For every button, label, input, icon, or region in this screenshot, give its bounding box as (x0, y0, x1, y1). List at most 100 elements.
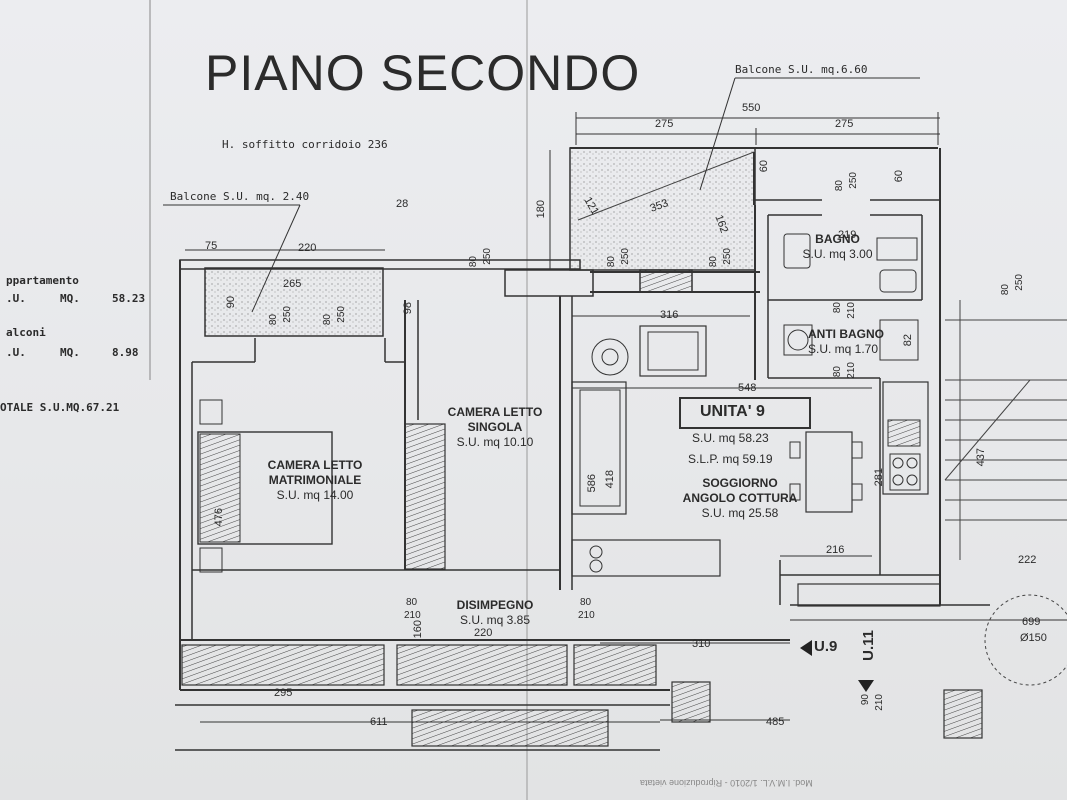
side-balconi-label: alconi (6, 326, 46, 339)
room-antibagno-name: ANTI BAGNO (808, 327, 884, 341)
dim-418: 418 (604, 470, 616, 489)
footer-print: Mod. I.M.V.L. 1/2010 - Riproduzione viet… (640, 778, 813, 788)
door-c-250: 250 (482, 248, 493, 265)
door-j-210: 210 (404, 610, 421, 621)
door-e-250: 250 (620, 248, 631, 265)
door-k-80: 80 (580, 597, 592, 608)
room-soggiorno-area: S.U. mq 25.58 (701, 506, 779, 520)
door-i-80: 80 (832, 366, 843, 378)
dim-98: 98 (402, 302, 414, 315)
door-b-80: 80 (322, 314, 333, 326)
dim-437: 437 (975, 448, 987, 467)
room-antibagno-area: S.U. mq 1.70 (808, 342, 879, 356)
dim-180: 180 (535, 200, 547, 219)
side-appartamento-su: .U. (6, 292, 26, 305)
room-soggiorno: SOGGIORNO ANGOLO COTTURA S.U. mq 25.58 (680, 476, 800, 521)
dim-275a: 275 (655, 118, 674, 130)
stair-u11: U.11 (860, 630, 877, 661)
room-camera-matrimoniale-name2: MATRIMONIALE (268, 473, 362, 487)
balcony-left-label: Balcone S.U. mq. 2.40 (170, 190, 310, 203)
side-appartamento-label: ppartamento (6, 274, 79, 287)
room-disimpegno-name: DISIMPEGNO (456, 598, 534, 612)
side-balconi-su: .U. (6, 346, 26, 359)
unit-label-box (679, 397, 811, 429)
door-h-80: 80 (832, 302, 843, 314)
ceiling-note: H. soffitto corridoio 236 (222, 138, 388, 151)
dim-160: 160 (412, 620, 424, 639)
room-bagno: BAGNO S.U. mq 3.00 (800, 232, 875, 262)
dim-220b: 220 (474, 627, 493, 639)
door-e-80: 80 (606, 256, 617, 268)
door-m-250: 250 (1014, 274, 1025, 291)
dim-60a: 60 (758, 160, 770, 173)
door-h-210: 210 (846, 302, 857, 319)
room-camera-singola-name1: CAMERA LETTO (447, 405, 543, 419)
room-camera-matrimoniale-area: S.U. mq 14.00 (276, 488, 354, 502)
dim-281: 281 (873, 468, 885, 487)
room-camera-singola-name2: SINGOLA (467, 420, 523, 434)
dim-216: 216 (826, 544, 845, 556)
room-bagno-area: S.U. mq 3.00 (802, 247, 873, 261)
dim-550: 550 (742, 102, 761, 114)
room-antibagno: ANTI BAGNO S.U. mq 1.70 (808, 327, 888, 357)
door-m-80: 80 (1000, 284, 1011, 296)
dim-222: 222 (1018, 554, 1037, 566)
balcony-top-label: Balcone S.U. mq.6.60 (735, 63, 868, 76)
dim-275b: 275 (835, 118, 854, 130)
dim-150: Ø150 (1020, 632, 1047, 644)
dim-476: 476 (213, 508, 225, 527)
room-soggiorno-name2: ANGOLO COTTURA (682, 491, 798, 505)
dim-82: 82 (902, 334, 914, 347)
dim-60b: 60 (893, 170, 905, 183)
dim-75: 75 (205, 240, 218, 252)
room-camera-matrimoniale: CAMERA LETTO MATRIMONIALE S.U. mq 14.00 (255, 458, 375, 503)
door-i-210: 210 (846, 362, 857, 379)
side-balconi-mq: MQ. (60, 346, 80, 359)
balcony-left (204, 267, 384, 337)
dim-548: 548 (738, 382, 757, 394)
dim-220a: 220 (298, 242, 317, 254)
room-disimpegno: DISIMPEGNO S.U. mq 3.85 (440, 598, 550, 628)
side-balconi-value: 8.98 (112, 346, 139, 359)
dim-310: 310 (692, 638, 711, 650)
door-f-80: 80 (708, 256, 719, 268)
dim-485: 485 (766, 716, 785, 728)
unit-slp: S.L.P. mq 59.19 (688, 452, 773, 466)
door-j-80: 80 (406, 597, 418, 608)
unit-su: S.U. mq 58.23 (692, 431, 769, 445)
door-a-250: 250 (282, 306, 293, 323)
dim-28: 28 (396, 198, 409, 210)
room-disimpegno-area: S.U. mq 3.85 (459, 613, 531, 627)
dim-699: 699 (1022, 616, 1041, 628)
side-totale: OTALE S.U.MQ.67.21 (0, 401, 120, 414)
dim-611: 611 (370, 716, 388, 728)
door-b-250: 250 (336, 306, 347, 323)
dim-295: 295 (274, 687, 293, 699)
door-g-80: 80 (834, 180, 845, 192)
door-k-210: 210 (578, 610, 595, 621)
door-c-80: 80 (468, 256, 479, 268)
balcony-top (569, 147, 756, 271)
side-appartamento-value: 58.23 (112, 292, 146, 305)
door-f-250: 250 (722, 248, 733, 265)
room-camera-matrimoniale-name1: CAMERA LETTO (267, 458, 363, 472)
dim-265: 265 (283, 278, 302, 290)
dim-219: 219 (838, 229, 857, 241)
room-camera-singola-area: S.U. mq 10.10 (456, 435, 534, 449)
side-appartamento-mq: MQ. (60, 292, 80, 305)
door-g-250: 250 (848, 172, 859, 189)
page-title: PIANO SECONDO (205, 45, 641, 101)
door-l-90: 90 (860, 694, 871, 706)
room-bagno-name: BAGNO (815, 232, 860, 246)
dim-586: 586 (586, 474, 598, 493)
room-camera-singola: CAMERA LETTO SINGOLA S.U. mq 10.10 (440, 405, 550, 450)
stair-u9: U.9 (814, 638, 838, 655)
door-l-210: 210 (874, 694, 885, 711)
room-soggiorno-name1: SOGGIORNO (702, 476, 778, 490)
door-a-80: 80 (268, 314, 279, 326)
dim-316: 316 (660, 309, 679, 321)
dim-90: 90 (225, 296, 237, 309)
unit-name: UNITA' 9 (700, 403, 765, 420)
